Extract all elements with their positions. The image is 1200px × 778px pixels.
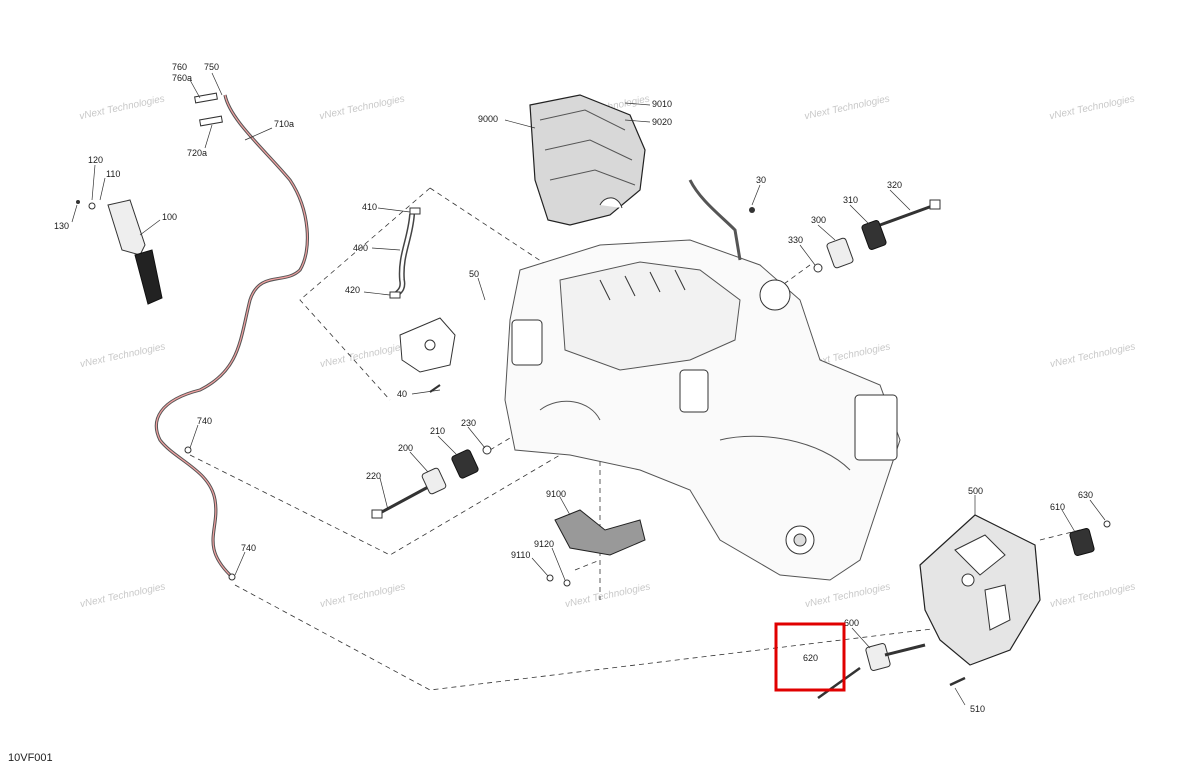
watermark-text: vNext Technologies [1049, 581, 1136, 610]
watermark-text: vNext Technologies [1048, 93, 1135, 122]
engine-cover-9000 [529, 94, 646, 226]
part-label-210: 210 [430, 426, 445, 436]
part-label-760: 760 [172, 62, 187, 72]
watermark-text: vNext Technologies [804, 581, 891, 610]
part-label-220: 220 [366, 471, 381, 481]
part-label-630: 630 [1078, 490, 1093, 500]
part-label-120: 120 [88, 155, 103, 165]
part-label-50: 50 [469, 269, 479, 279]
part-label-620: 620 [803, 653, 818, 663]
watermark-text: vNext Technologies [564, 581, 651, 610]
left-mount-assembly [371, 445, 492, 519]
engine-block [504, 179, 901, 581]
part-label-500: 500 [968, 486, 983, 496]
part-label-9100: 9100 [546, 489, 566, 499]
rear-mount-bracket-500 [817, 514, 1111, 700]
part-label-320: 320 [887, 180, 902, 190]
part-label-610: 610 [1050, 502, 1065, 512]
watermark-text: vNext Technologies [319, 581, 406, 610]
part-labels: 760 760a 750 710a 720a 120 110 130 100 4… [54, 62, 1093, 714]
drawing-code: 10VF001 [8, 752, 53, 764]
part-label-710a: 710a [274, 119, 294, 129]
part-label-330: 330 [788, 235, 803, 245]
part-label-200: 200 [398, 443, 413, 453]
highlight-box-620 [774, 622, 846, 692]
part-label-600: 600 [844, 618, 859, 628]
accelerator-pedal-assembly [76, 92, 310, 581]
part-label-420: 420 [345, 285, 360, 295]
coolant-hose-400 [389, 207, 421, 299]
watermark-text: vNext Technologies [79, 581, 166, 610]
watermark-text: vNext Technologies [1049, 341, 1136, 370]
part-label-750: 750 [204, 62, 219, 72]
part-label-110: 110 [106, 169, 120, 179]
part-label-740: 740 [241, 543, 256, 553]
watermark-text: vNext Technologies [79, 341, 166, 370]
watermark-text: vNext Technologies [319, 341, 406, 370]
watermark-text: vNext Technologies [803, 93, 890, 122]
part-label-410: 410 [362, 202, 377, 212]
part-label-310: 310 [843, 195, 858, 205]
part-label-760a: 760a [172, 73, 192, 83]
heat-shield-9100 [546, 509, 646, 587]
part-label-720a: 720a [187, 148, 207, 158]
bracket-40 [399, 317, 456, 393]
part-label-9120: 9120 [534, 539, 554, 549]
part-label-9110: 9110 [511, 550, 530, 560]
part-label-9000: 9000 [478, 114, 498, 124]
part-label-230: 230 [461, 418, 476, 428]
part-label-40: 40 [397, 389, 407, 399]
part-label-100: 100 [162, 212, 177, 222]
watermark-text: vNext Technologies [78, 93, 165, 122]
part-label-740: 740 [197, 416, 212, 426]
part-label-9020: 9020 [652, 117, 672, 127]
right-upper-mount-assembly [749, 199, 941, 273]
part-label-30: 30 [756, 175, 766, 185]
part-label-9010: 9010 [652, 99, 672, 109]
part-label-300: 300 [811, 215, 826, 225]
part-label-400: 400 [353, 243, 368, 253]
watermark-text: vNext Technologies [318, 93, 405, 122]
part-label-510: 510 [970, 704, 985, 714]
part-label-130: 130 [54, 221, 69, 231]
leader-lines [71, 72, 1106, 706]
